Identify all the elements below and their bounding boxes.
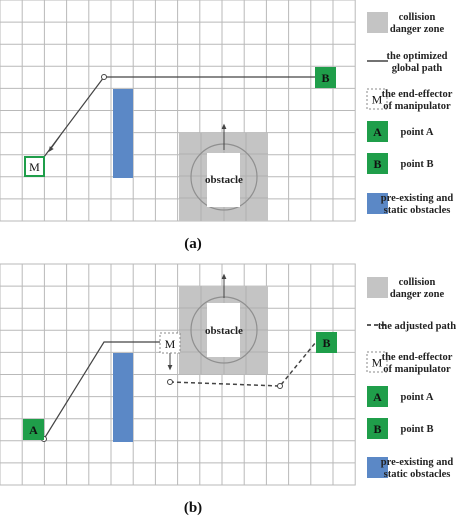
point-b: B — [316, 332, 337, 353]
legend-label: point B — [401, 424, 434, 435]
path-waypoint — [101, 74, 107, 80]
legend-label: of manipulator — [383, 101, 451, 112]
grid-a — [0, 0, 356, 222]
legend-label: of manipulator — [383, 364, 451, 375]
path-waypoint — [167, 379, 173, 385]
dashed-m-box-icon: M — [366, 351, 388, 373]
legend-label: point B — [401, 159, 434, 170]
static-obstacle — [113, 353, 133, 442]
end-effector-m: M — [24, 156, 45, 177]
blue-square-icon — [367, 193, 388, 214]
legend-label: collision — [399, 12, 436, 23]
legend-label: pre-existing and — [381, 457, 454, 468]
point-b: B — [315, 67, 336, 88]
path-waypoint — [277, 383, 283, 389]
green-a-icon: A — [367, 121, 388, 142]
legend-label: pre-existing and — [381, 193, 454, 204]
green-a-icon: A — [367, 386, 388, 407]
legend-label: static obstacles — [384, 469, 451, 480]
static-obstacle — [113, 89, 133, 178]
point-a-label: A — [29, 423, 38, 437]
legend-label: the end-effector — [382, 89, 453, 100]
obstacle — [207, 153, 240, 207]
legend-label: global path — [392, 63, 443, 74]
legend-symbol: A — [373, 390, 382, 404]
blue-square-icon — [367, 457, 388, 478]
point-b-label: B — [321, 71, 329, 85]
legend-label: the end-effector — [382, 352, 453, 363]
adjusted-path — [169, 341, 317, 387]
effector-motion-arrow — [48, 135, 61, 152]
caption-b: (b) — [184, 500, 202, 516]
legend-symbol: M — [372, 356, 383, 370]
end-effector-m: M — [159, 332, 181, 354]
legend-label: danger zone — [390, 289, 445, 300]
legend-label: danger zone — [390, 24, 445, 35]
legend-symbol: B — [373, 157, 381, 171]
obstacle-label: obstacle — [205, 174, 243, 186]
end-effector-label: M — [29, 160, 40, 174]
point-b-label: B — [322, 336, 330, 350]
dashed-m-box-icon: M — [366, 88, 388, 110]
legend-symbol: M — [372, 93, 383, 107]
green-b-icon: B — [367, 418, 388, 439]
traversed-path — [43, 341, 166, 440]
legend-label: collision — [399, 277, 436, 288]
legend-row: the adjusted path — [367, 321, 456, 332]
obstacle — [207, 303, 240, 357]
legend-label: the optimized — [387, 51, 448, 62]
legend-label: static obstacles — [384, 205, 451, 216]
legend-label: point A — [401, 392, 434, 403]
caption-a: (a) — [184, 236, 202, 252]
obstacle-label: obstacle — [205, 325, 243, 337]
end-effector-label: M — [165, 337, 176, 351]
gray-square-icon — [367, 12, 388, 33]
legend-symbol: A — [373, 125, 382, 139]
legend-label: point A — [401, 127, 434, 138]
grid-b — [0, 263, 356, 486]
green-b-icon: B — [367, 153, 388, 174]
legend-label: the adjusted path — [378, 321, 456, 332]
legend-symbol: B — [373, 422, 381, 436]
point-a: A — [23, 419, 44, 440]
gray-square-icon — [367, 277, 388, 298]
